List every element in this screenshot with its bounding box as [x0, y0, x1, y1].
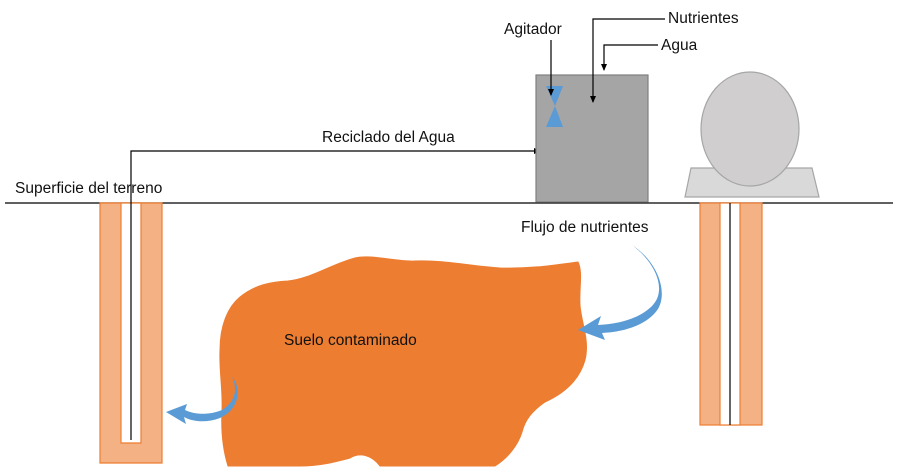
water-label: Agua [661, 37, 698, 54]
agitator-label: Agitador [504, 21, 562, 38]
ground-surface-label: Superficie del terreno [15, 180, 162, 197]
nutrients-label: Nutrientes [668, 10, 739, 27]
water-callout-line [601, 44, 658, 71]
nutrient-flow-label: Flujo de nutrientes [521, 219, 649, 236]
contaminated-soil-area [219, 256, 587, 467]
water-recycling-label: Reciclado del Agua [322, 129, 455, 146]
right-well [699, 202, 763, 426]
pump-icon [684, 71, 820, 198]
nutrient-flow-arrow [578, 245, 662, 340]
return-flow-arrow [166, 377, 238, 424]
nutrients-callout-line [590, 18, 665, 103]
water-recycling-pipe [130, 148, 541, 440]
contaminated-soil-label: Suelo contaminado [284, 332, 417, 349]
